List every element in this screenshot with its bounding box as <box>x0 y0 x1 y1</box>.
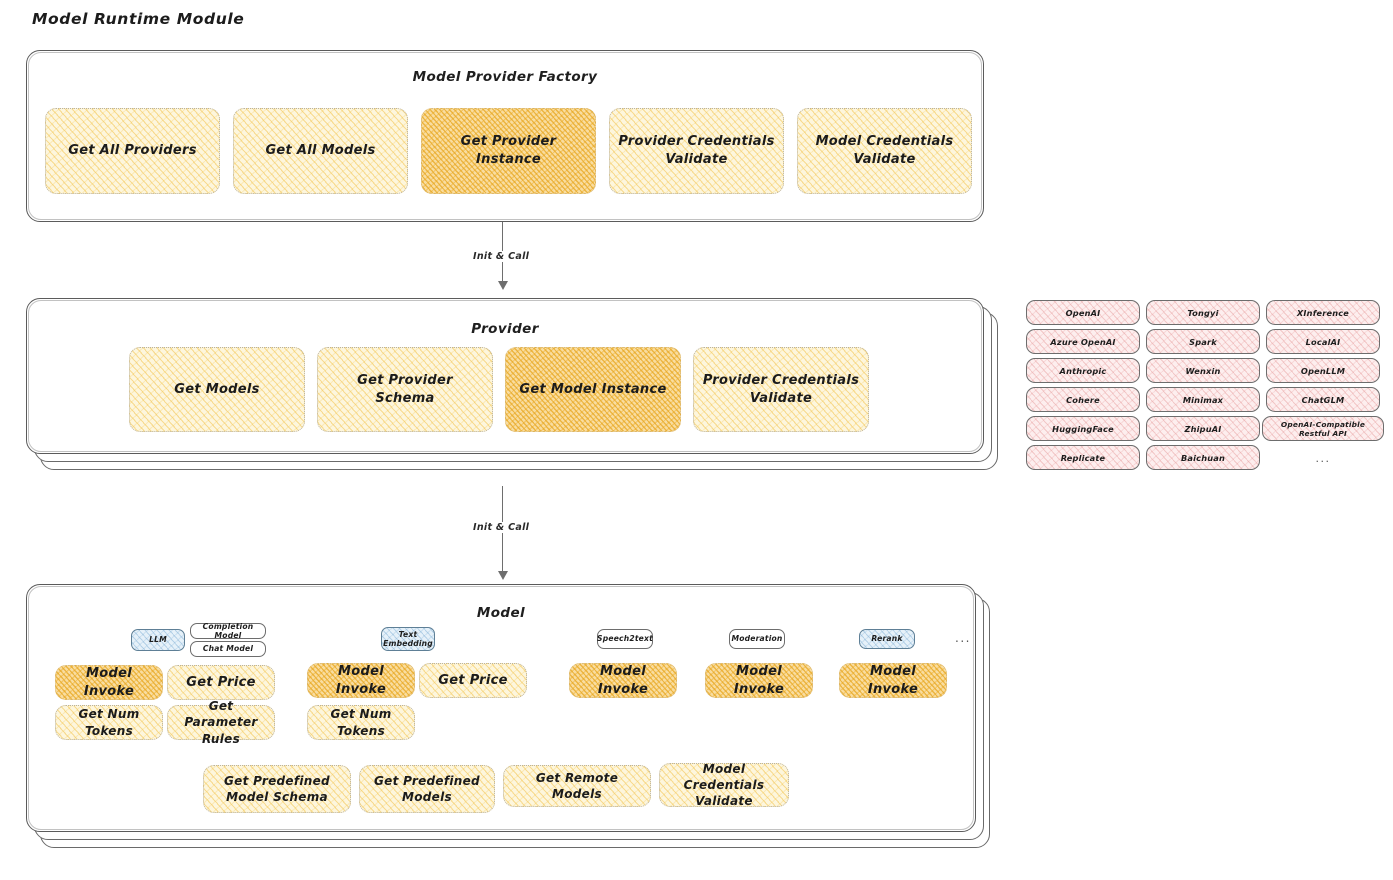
provider-chip-localai[interactable]: LocalAI <box>1266 329 1380 354</box>
node-embedding-get-num-tokens[interactable]: Get Num Tokens <box>307 705 415 740</box>
node-get-predefined-model-schema[interactable]: Get Predefined Model Schema <box>203 765 351 813</box>
provider-chip-cohere[interactable]: Cohere <box>1026 387 1140 412</box>
node-model-credentials-validate[interactable]: Model Credentials Validate <box>797 108 972 194</box>
node-rerank-model-invoke[interactable]: Model Invoke <box>839 663 947 698</box>
node-get-provider-instance[interactable]: Get Provider Instance <box>421 108 596 194</box>
model-type-badge-rerank[interactable]: Rerank <box>859 629 915 649</box>
arrow-label-init-call-2: Init & Call <box>468 522 535 533</box>
arrow-provider-to-model-head <box>498 571 508 580</box>
model-panel: Model LLM Completion Model Chat Model Mo… <box>26 584 976 832</box>
model-sub-badge-chat-model[interactable]: Chat Model <box>190 641 266 657</box>
page-title: Model Runtime Module <box>32 10 245 28</box>
provider-chip-wenxin[interactable]: Wenxin <box>1146 358 1260 383</box>
node-get-all-models[interactable]: Get All Models <box>233 108 408 194</box>
provider-chip-openai[interactable]: OpenAI <box>1026 300 1140 325</box>
provider-chip-minimax[interactable]: Minimax <box>1146 387 1260 412</box>
model-types-ellipsis: ... <box>955 631 971 645</box>
node-embedding-get-price[interactable]: Get Price <box>419 663 527 698</box>
provider-chip-tongyi[interactable]: Tongyi <box>1146 300 1260 325</box>
provider-chip-xinference[interactable]: XInference <box>1266 300 1380 325</box>
provider-chip-spark[interactable]: Spark <box>1146 329 1260 354</box>
provider-chip-openllm[interactable]: OpenLLM <box>1266 358 1380 383</box>
node-model-credentials-validate-2[interactable]: Model Credentials Validate <box>659 762 789 808</box>
node-embedding-model-invoke[interactable]: Model Invoke <box>307 663 415 698</box>
provider-chip-anthropic[interactable]: Anthropic <box>1026 358 1140 383</box>
node-llm-model-invoke[interactable]: Model Invoke <box>55 665 163 700</box>
node-llm-get-num-tokens[interactable]: Get Num Tokens <box>55 705 163 740</box>
model-provider-factory-panel: Model Provider Factory Get All Providers… <box>26 50 984 222</box>
node-llm-get-parameter-rules[interactable]: Get Parameter Rules <box>167 699 275 746</box>
model-type-badge-moderation[interactable]: Moderation <box>729 629 785 649</box>
provider-chip-azure-openai[interactable]: Azure OpenAI <box>1026 329 1140 354</box>
node-llm-get-price[interactable]: Get Price <box>167 665 275 700</box>
node-get-remote-models[interactable]: Get Remote Models <box>503 765 651 807</box>
provider-chip-zhipuai[interactable]: ZhipuAI <box>1146 416 1260 441</box>
model-type-badge-llm[interactable]: LLM <box>131 629 185 651</box>
provider-chip-ellipsis: ... <box>1315 452 1331 465</box>
model-sub-badge-completion-model[interactable]: Completion Model <box>190 622 266 640</box>
node-speech2text-model-invoke[interactable]: Model Invoke <box>569 663 677 698</box>
node-get-model-instance[interactable]: Get Model Instance <box>505 347 681 432</box>
provider-panel: Provider Get Models Get Provider Schema … <box>26 298 984 454</box>
provider-chip-replicate[interactable]: Replicate <box>1026 445 1140 470</box>
node-get-all-providers[interactable]: Get All Providers <box>45 108 220 194</box>
provider-chip-openai-compatible-restful-api[interactable]: OpenAI-Compatible Restful API <box>1262 416 1384 441</box>
provider-chip-huggingface[interactable]: HuggingFace <box>1026 416 1140 441</box>
factory-title: Model Provider Factory <box>412 69 598 85</box>
arrow-label-init-call-1: Init & Call <box>468 251 535 262</box>
provider-chip-baichuan[interactable]: Baichuan <box>1146 445 1260 470</box>
node-provider-credentials-validate[interactable]: Provider Credentials Validate <box>609 108 784 194</box>
model-type-badge-text-embedding[interactable]: Text Embedding <box>381 627 435 651</box>
model-type-badge-speech2text[interactable]: Speech2text <box>597 629 653 649</box>
node-moderation-model-invoke[interactable]: Model Invoke <box>705 663 813 698</box>
node-get-models[interactable]: Get Models <box>129 347 305 432</box>
provider-chip-chatglm[interactable]: ChatGLM <box>1266 387 1380 412</box>
model-title: Model <box>476 605 526 621</box>
arrow-factory-to-provider-head <box>498 281 508 290</box>
provider-title: Provider <box>471 321 539 337</box>
node-provider-credentials-validate-2[interactable]: Provider Credentials Validate <box>693 347 869 432</box>
node-get-predefined-models[interactable]: Get Predefined Models <box>359 765 495 813</box>
node-get-provider-schema[interactable]: Get Provider Schema <box>317 347 493 432</box>
